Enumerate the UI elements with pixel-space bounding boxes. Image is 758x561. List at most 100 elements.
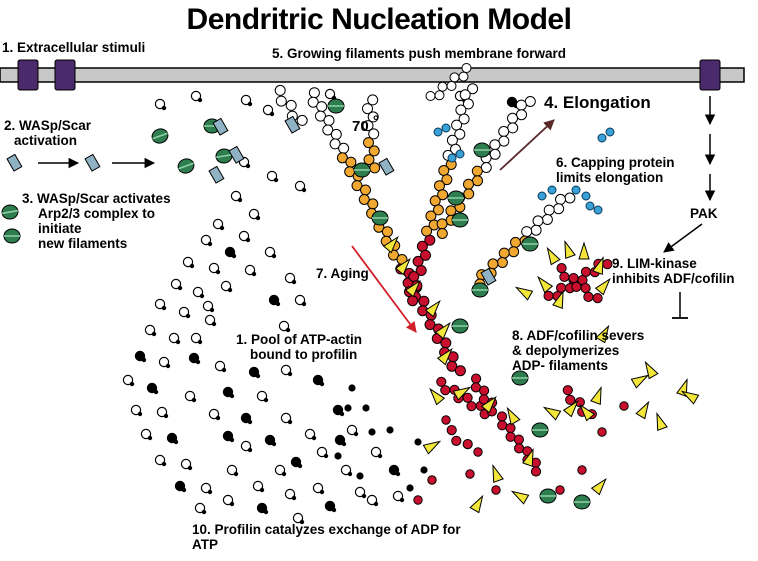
capping-protein	[537, 191, 547, 201]
actin-subunit	[515, 99, 527, 111]
atp-actin-profilin	[200, 482, 212, 494]
profilin	[197, 339, 203, 345]
wasp-scar	[284, 115, 301, 134]
atp-actin-profilin	[170, 278, 182, 290]
adf-cofilin	[436, 347, 453, 366]
actin-subunit	[367, 111, 379, 123]
atp-actin-profilin	[346, 424, 358, 436]
wasp-scar	[208, 165, 225, 184]
profilin	[331, 507, 337, 513]
profilin	[199, 293, 205, 299]
actin-subunit	[418, 295, 430, 307]
profilin	[255, 373, 261, 379]
adf-cofilin	[537, 275, 554, 294]
profilin	[377, 453, 383, 459]
label-adf-cofilin-2: & depolymerizes	[512, 343, 620, 358]
atp-actin-profilin	[312, 482, 324, 494]
atp-actin-profilin	[158, 356, 170, 368]
actin-subunit	[274, 84, 286, 96]
adf-cofilin	[680, 390, 700, 405]
adp-actin-profilin	[174, 480, 186, 492]
actin-subunit	[459, 89, 471, 101]
atp-actin-profilin	[264, 246, 276, 258]
label-profilin-1: 10. Profilin catalyzes exchange of ADP f…	[192, 522, 461, 537]
profilin	[151, 331, 157, 337]
actin-subunit	[367, 94, 379, 106]
actin-subunit	[449, 72, 460, 83]
actin-subunit	[363, 154, 375, 166]
profilin	[299, 519, 305, 525]
actin-subunit	[437, 189, 449, 201]
actin-subunit	[559, 271, 570, 282]
atp-actin-profilin	[292, 512, 304, 524]
actin-subunit	[568, 273, 579, 284]
receptor	[54, 59, 76, 91]
actin-subunit	[451, 435, 462, 446]
profilin	[251, 271, 257, 277]
atp-actin-profilin	[284, 488, 296, 500]
actin-subunit	[472, 175, 483, 187]
adp-actin-profilin	[312, 374, 324, 386]
label-adf-cofilin-1: 8. ADF/cofilin severs	[512, 328, 645, 343]
actin-subunit	[285, 99, 297, 111]
adf-cofilin	[644, 360, 659, 380]
angle-unit: °	[372, 113, 379, 130]
adf-cofilin	[452, 386, 472, 401]
profilin	[259, 487, 265, 493]
actin-subunit	[543, 204, 555, 216]
actin-subunit	[368, 128, 380, 140]
actin-subunit	[556, 263, 567, 274]
adf-cofilin	[404, 279, 421, 298]
adf-cofilin	[630, 374, 650, 389]
label-branch-angle: 70 °	[352, 113, 379, 135]
profilin	[301, 301, 307, 307]
actin-subunit	[446, 360, 458, 372]
atp-actin-profilin	[200, 234, 212, 246]
actin-subunit	[322, 124, 334, 136]
label-arp-activates-3: initiate	[38, 221, 82, 236]
plasma-membrane	[0, 67, 745, 83]
actin-subunit	[451, 119, 463, 131]
profilin	[215, 415, 221, 421]
actin-subunit	[323, 115, 335, 126]
profilin	[129, 381, 135, 387]
atp-actin-profilin	[262, 104, 274, 116]
diagram-title: Dendritric Nucleation Model	[186, 3, 572, 36]
receptor	[17, 59, 39, 91]
adf-cofilin	[590, 477, 607, 496]
profilin	[237, 197, 243, 203]
actin-subunit	[530, 466, 542, 477]
atp-actin-profilin	[248, 208, 260, 220]
atp-actin-profilin	[130, 404, 142, 416]
arp23-complex	[327, 98, 345, 114]
arp23-complex	[471, 282, 489, 298]
actin-subunit	[496, 257, 508, 268]
actin-subunit	[329, 138, 341, 150]
adp-actin	[334, 452, 342, 460]
actin-subunit	[580, 266, 592, 277]
profilin	[297, 463, 303, 469]
actin-subunit	[454, 128, 466, 140]
atp-actin-profilin	[154, 98, 166, 110]
arp23-complex	[1, 204, 19, 220]
actin-subunit	[425, 210, 437, 222]
actin-subunit	[496, 411, 508, 422]
actin-subunit	[508, 246, 520, 258]
profilin	[319, 381, 325, 387]
actin-subunit	[368, 145, 380, 157]
actin-subunit	[507, 112, 518, 124]
angle-value: 70	[352, 118, 369, 135]
adf-cofilin	[480, 395, 497, 414]
adp-actin-profilin	[264, 434, 276, 446]
atp-actin-profilin	[230, 190, 242, 202]
atp-actin-profilin	[370, 446, 382, 458]
label-profilin-2: ATP	[192, 537, 218, 552]
arp23-complex	[447, 190, 465, 206]
adf-cofilin	[492, 463, 504, 483]
capping-protein	[593, 205, 603, 215]
profilin	[187, 465, 193, 471]
adp-actin-profilin	[388, 464, 400, 476]
actin-subunit	[436, 376, 447, 387]
atp-actin-profilin	[190, 332, 202, 344]
